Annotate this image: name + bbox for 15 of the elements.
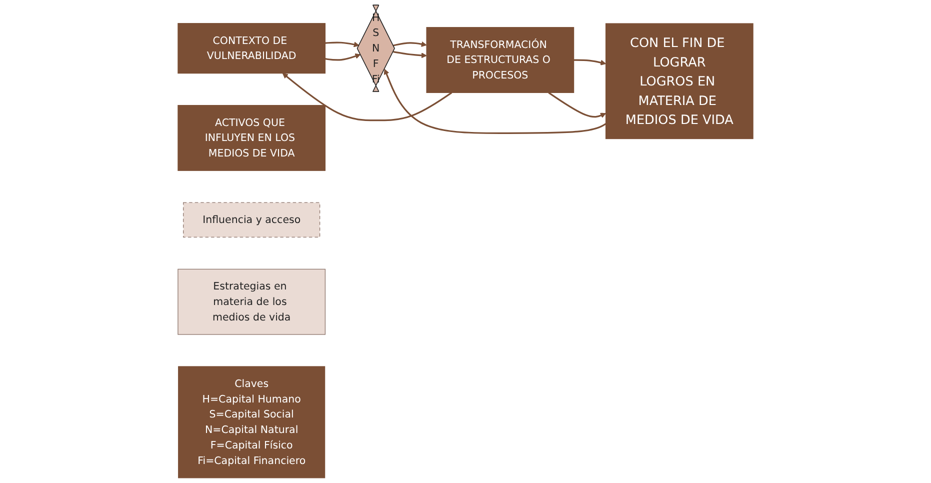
arrow — [325, 53, 361, 61]
arrow — [282, 73, 452, 122]
arrow — [574, 59, 606, 66]
arrow — [325, 42, 360, 48]
node-box: ACTIVOS QUE INFLUYEN EN LOS MEDIOS DE VIDA — [178, 104, 326, 171]
arrow — [384, 68, 606, 134]
arrow — [548, 92, 606, 118]
node-box: Influencia y acceso — [183, 202, 320, 238]
node-box: CON EL FIN DE LOGRAR LOGROS EN MATERIA DE MEDIOS DE VIDA — [605, 23, 754, 140]
node-box: Claves H=Capital Humano S=Capital Social N=Capital Natural F=Capital Físico Fi=Capital Financiero — [178, 366, 326, 478]
node-box: TRANSFORMACIÓN DE ESTRUCTURAS O PROCESOS — [426, 27, 574, 93]
node-box: Estrategias en materia de los medios de vida — [178, 268, 326, 335]
node-box: CONTEXTO DE VULNERABILIDAD — [178, 23, 326, 74]
arrow — [393, 41, 427, 47]
arrow — [393, 51, 427, 58]
